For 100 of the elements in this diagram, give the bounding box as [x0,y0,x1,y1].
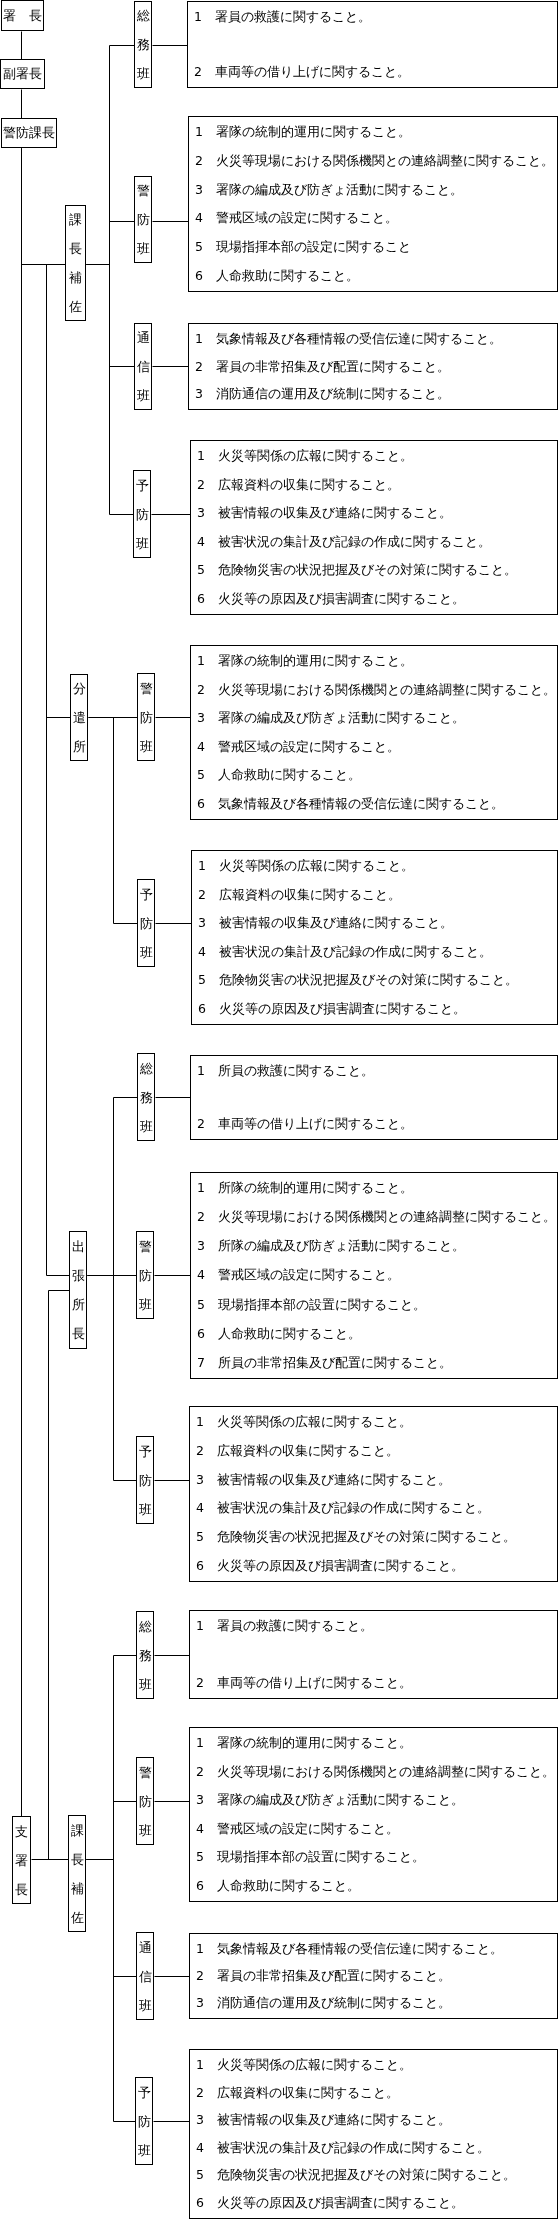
connector-line [154,1976,190,1977]
unit-label: 通信班 [138,1938,152,2015]
duties-box [188,323,558,410]
duty-item: 5 現場指揮本部の設定に関すること [195,239,412,256]
connector-line [86,264,134,515]
duty-item: 3 署隊の編成及び防ぎょ活動に関すること。 [196,1792,465,1809]
duty-item: 2 広報資料の収集に関すること。 [197,476,401,493]
connector-line [21,31,22,60]
duty-item: 5 人命救助に関すること。 [197,767,362,784]
connector-line [152,45,188,46]
duty-item: 6 火災等の原因及び損害調査に関すること。 [197,590,466,607]
unit-box [133,470,151,558]
duty-item: 1 気象情報及び各種情報の受信伝達に関すること。 [195,331,503,347]
duty-item: 1 火災等関係の広報に関すること。 [197,448,414,464]
duty-item: 5 危険物災害の状況把握及びその対策に関すること。 [196,2167,517,2184]
duties-box [189,1727,558,1902]
duties-box [190,1055,558,1140]
duty-item: 2 広報資料の収集に関すること。 [196,1442,400,1459]
connector-line [154,1480,190,1481]
duties-box [191,850,558,1025]
duty-item: 2 広報資料の収集に関すること。 [196,2084,400,2101]
duty-item: 3 被害情報の収集及び連絡に関すること。 [197,505,453,522]
connector-line [88,717,138,924]
connector-line [153,2121,190,2122]
duty-item: 2 火災等現場における関係機関との連絡調整に関すること。 [197,1209,553,1226]
unit-label: 予防班 [137,2083,151,2160]
duty-item: 2 車両等の借り上げに関すること。 [194,64,411,80]
duty-item: 2 火災等現場における関係機関との連絡調整に関すること。 [195,152,553,169]
duty-item: 4 警戒区域の設定に関すること。 [197,738,401,755]
unit-label: 出張所長 [71,1238,85,1343]
duty-item: 1 火災等関係の広報に関すること。 [198,858,415,874]
connector-line [155,1097,191,1098]
unit-label: 分遣所 [72,680,86,756]
connector-line [151,514,191,515]
unit-label: 警防班 [136,182,150,258]
connector-line [154,1655,190,1656]
duty-item: 5 危険物災害の状況把握及びその対策に関すること。 [197,562,518,579]
unit-label: 総務班 [138,1617,152,1694]
unit-box [134,176,152,263]
duty-item: 4 警戒区域の設定に関すること。 [196,1820,400,1837]
duty-item: 7 所員の非常招集及び配置に関すること。 [197,1354,453,1371]
unit-box [12,1816,31,1904]
duty-item: 1 署隊の統制的運用に関すること。 [196,1735,413,1751]
duty-item: 6 人命救助に関すること。 [195,268,360,284]
unit-box [134,323,152,410]
unit-label: 通信班 [136,329,150,405]
duty-item: 4 被害状況の集計及び記録の作成に関すること。 [196,1500,491,1517]
duty-item: 1 署員の救護に関すること。 [194,9,372,25]
connector-line [21,89,22,119]
unit-label: 支署長 [15,1822,28,1899]
unit-box [135,2077,153,2165]
unit-box [136,1231,154,1319]
duty-item: 2 広報資料の収集に関すること。 [198,886,402,903]
unit-label: 総務班 [136,7,150,83]
duty-item: 3 署隊の編成及び防ぎょ活動に関すること。 [195,181,464,198]
title-box [0,59,45,89]
connector-line [155,717,191,718]
unit-box [68,1815,86,1932]
duty-item: 3 被害情報の収集及び連絡に関すること。 [198,915,454,932]
duty-item: 2 署員の非常招集及び配置に関すること。 [195,358,451,375]
duties-box [189,1406,558,1582]
unit-label: 警防班 [139,679,153,756]
duty-item: 5 危険物災害の状況把握及びその対策に関すること。 [196,1529,517,1546]
unit-label: 課長補佐 [69,211,82,316]
unit-box [69,1231,87,1349]
duty-item: 1 火災等関係の広報に関すること。 [196,2057,413,2073]
connector-line [152,366,189,367]
duty-item: 4 被害状況の集計及び記録の作成に関すること。 [196,2139,491,2156]
duty-item: 5 現場指揮本部の設置に関すること。 [196,1849,426,1866]
unit-box [136,1757,154,1845]
duty-item: 6 火災等の原因及び損害調査に関すること。 [196,1558,465,1574]
unit-box [136,1436,154,1524]
duties-box [189,1933,558,2019]
duty-item: 6 気象情報及び各種情報の受信伝達に関すること。 [197,795,505,812]
unit-label: 警防班 [138,1763,152,1840]
unit-label: 警防班 [138,1237,152,1314]
duty-item: 6 人命救助に関すること。 [197,1325,362,1342]
unit-box [137,1053,155,1141]
title-box [1,118,57,148]
unit-label: 予防班 [135,476,149,553]
duties-box [189,1610,558,1699]
unit-box [136,1611,154,1699]
title-box [1,0,44,31]
duties-box [190,645,558,820]
duties-box [187,1,558,88]
unit-label: 課長補佐 [70,1821,84,1927]
unit-box [70,674,88,761]
duty-item: 1 署員の救護に関すること。 [196,1618,374,1634]
duty-item: 1 署隊の統制的運用に関すること。 [197,653,414,669]
duty-item: 3 消防通信の運用及び統制に関すること。 [195,386,451,402]
duty-item: 1 火災等関係の広報に関すること。 [196,1414,413,1430]
connector-line [86,1859,136,2122]
duties-box [188,116,558,292]
title-label: 署 長 [3,7,42,24]
connector-line [154,1275,191,1276]
duty-item: 2 火災等現場における関係機関との連絡調整に関すること。 [196,1763,553,1780]
duty-item: 3 署隊の編成及び防ぎょ活動に関すること。 [197,710,466,727]
unit-box [136,1932,154,2020]
duty-item: 3 所隊の編成及び防ぎょ活動に関すること。 [197,1238,466,1255]
duty-item: 3 消防通信の運用及び統制に関すること。 [196,1995,452,2011]
